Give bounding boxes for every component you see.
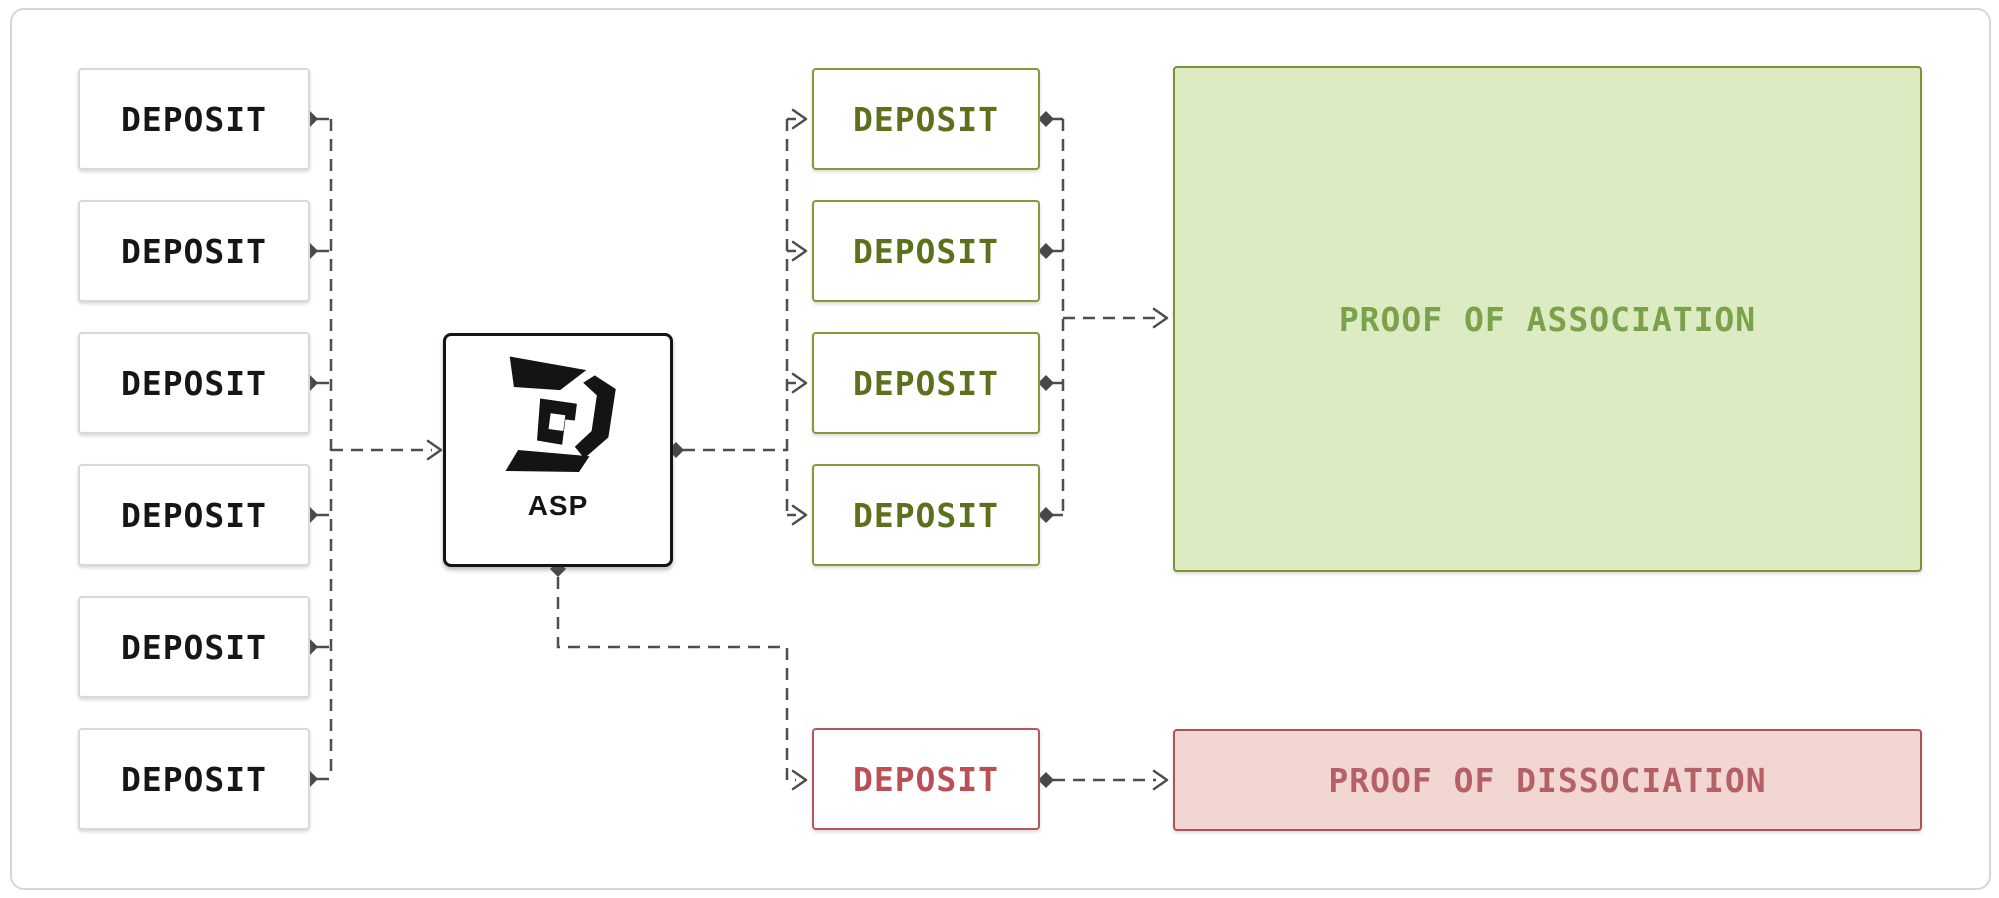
deposit-label: DEPOSIT	[120, 231, 268, 271]
deposit-box: DEPOSIT	[78, 596, 310, 698]
deposit-box: DEPOSIT	[78, 332, 310, 434]
proof-of-association-box: PROOF OF ASSOCIATION	[1173, 66, 1922, 572]
deposit-label: DEPOSIT	[120, 363, 268, 403]
deposit-label: DEPOSIT	[852, 363, 1000, 403]
asp-box: ASP	[443, 333, 673, 567]
deposit-box: DEPOSIT	[78, 728, 310, 830]
proof-of-association-label: PROOF OF ASSOCIATION	[1338, 299, 1757, 339]
proof-of-dissociation-box: PROOF OF DISSOCIATION	[1173, 729, 1922, 831]
deposit-box: DEPOSIT	[78, 464, 310, 566]
included-deposit-box: DEPOSIT	[812, 200, 1040, 302]
deposit-label: DEPOSIT	[120, 495, 268, 535]
deposit-label: DEPOSIT	[852, 759, 1000, 799]
included-deposit-box: DEPOSIT	[812, 464, 1040, 566]
deposit-label: DEPOSIT	[852, 99, 1000, 139]
deposit-label: DEPOSIT	[120, 99, 268, 139]
deposit-label: DEPOSIT	[852, 495, 1000, 535]
included-deposit-box: DEPOSIT	[812, 332, 1040, 434]
deposit-label: DEPOSIT	[120, 627, 268, 667]
deposit-box: DEPOSIT	[78, 200, 310, 302]
deposit-box: DEPOSIT	[78, 68, 310, 170]
deposit-label: DEPOSIT	[852, 231, 1000, 271]
deposit-label: DEPOSIT	[120, 759, 268, 799]
excluded-deposit-box: DEPOSIT	[812, 728, 1040, 830]
asp-logo-icon	[505, 356, 616, 472]
proof-of-dissociation-label: PROOF OF DISSOCIATION	[1328, 760, 1767, 800]
asp-label: ASP	[527, 490, 589, 521]
included-deposit-box: DEPOSIT	[812, 68, 1040, 170]
